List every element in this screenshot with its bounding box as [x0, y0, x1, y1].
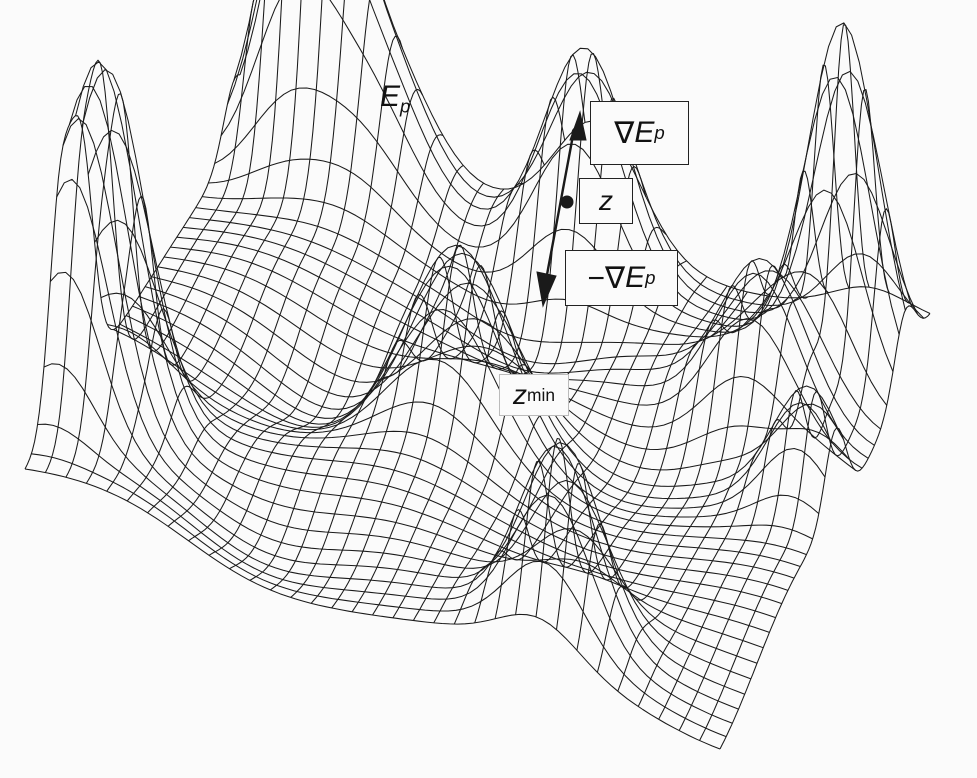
mesh-line — [75, 61, 770, 633]
mesh-line — [126, 0, 323, 502]
mesh-line — [226, 0, 919, 315]
current-point-dot — [560, 195, 574, 209]
mesh-line — [100, 292, 795, 579]
mesh-line — [372, 54, 586, 616]
mesh-line — [56, 178, 752, 680]
descent-arrow-shaft — [544, 129, 576, 281]
surface-label-ep: Ep — [380, 80, 411, 117]
mesh-line — [214, 22, 906, 327]
mesh-line — [37, 423, 733, 724]
mesh-line — [189, 217, 881, 430]
mesh-line — [24, 74, 241, 470]
mesh-line — [699, 208, 910, 741]
mesh-line — [119, 308, 813, 540]
mesh-line — [195, 207, 888, 406]
gradient-point-dot — [571, 126, 585, 140]
mesh-line — [151, 276, 844, 471]
mesh-line — [719, 305, 931, 750]
mesh-line — [249, 164, 464, 581]
mesh-line — [94, 219, 789, 591]
mesh-line — [202, 189, 894, 372]
mesh-line — [176, 236, 869, 459]
mesh-line — [31, 453, 727, 738]
mesh-line — [62, 118, 758, 664]
mesh-line — [44, 0, 255, 473]
mesh-line — [81, 69, 776, 619]
mesh-line — [49, 271, 745, 695]
mesh-line — [144, 282, 838, 487]
mesh-line — [132, 244, 826, 509]
mesh-line — [494, 276, 708, 619]
mesh-line — [113, 329, 807, 556]
mesh-line — [24, 468, 721, 750]
descent-arrow-head — [536, 271, 557, 308]
mesh-line — [239, 0, 931, 314]
current-point-label-box: z — [579, 178, 633, 224]
mesh-line — [290, 188, 505, 598]
mesh-line — [157, 266, 851, 461]
mesh-line — [233, 0, 925, 319]
mesh-line — [107, 323, 801, 567]
mesh-line — [220, 0, 913, 321]
mesh-line — [65, 0, 266, 478]
mesh-line — [310, 182, 525, 604]
mesh-line — [125, 265, 820, 518]
mesh-line — [183, 226, 875, 446]
mesh-line — [87, 129, 782, 605]
mesh-line — [68, 85, 764, 649]
mesh-line — [43, 363, 739, 710]
mesh-line — [164, 256, 857, 472]
